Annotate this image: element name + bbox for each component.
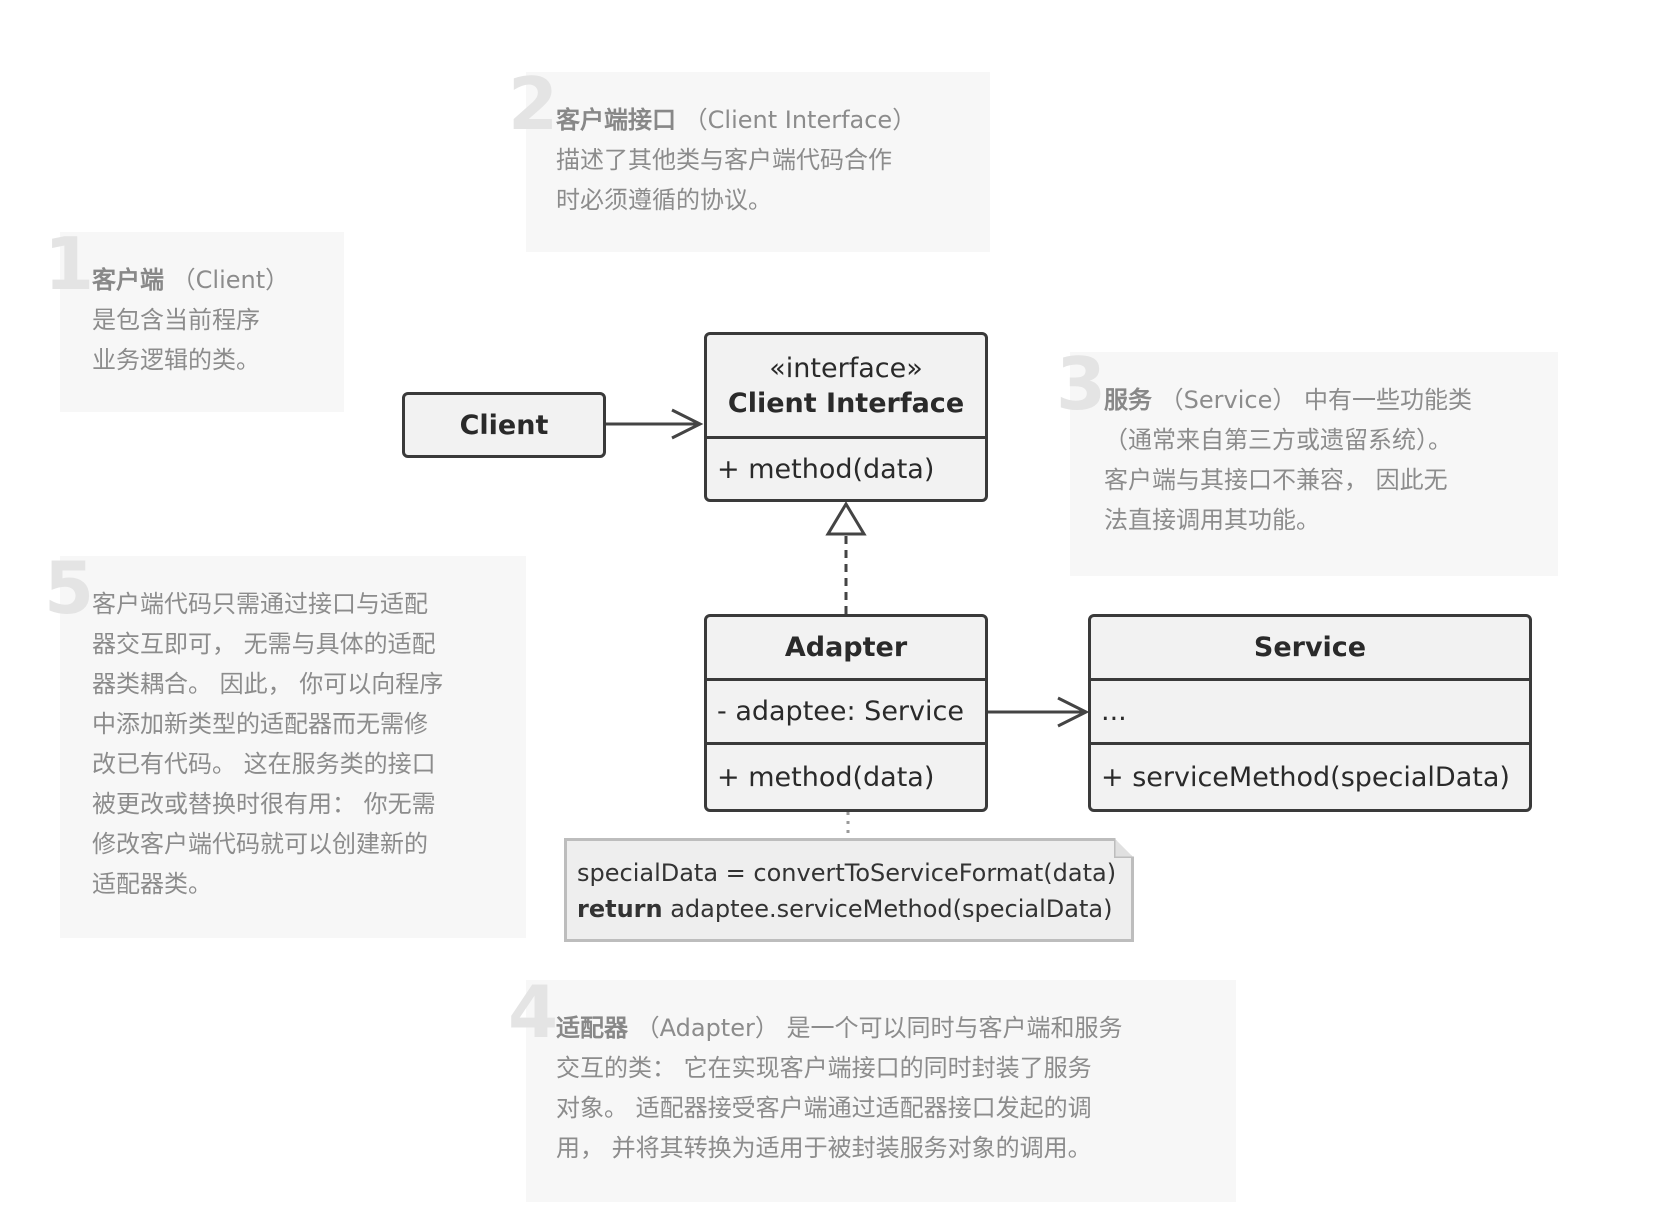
note-number: 2: [508, 62, 559, 146]
note-text: 客户端 （Client） 是包含当前程序 业务逻辑的类。: [92, 260, 342, 380]
note-line: （Client Interface）: [683, 106, 917, 134]
client-interface-header: «interface» Client Interface: [707, 335, 985, 439]
note-line: 时必须遵循的协议。: [556, 186, 772, 214]
note-line: 对象。 适配器接受客户端通过适配器接口发起的调: [556, 1094, 1092, 1122]
note-line: 修改客户端代码就可以创建新的: [92, 830, 428, 858]
note-text: 客户端代码只需通过接口与适配 器交互即可， 无需与具体的适配 器类耦合。 因此，…: [92, 584, 522, 904]
note-line: 中添加新类型的适配器而无需修: [92, 710, 428, 738]
adapter-class-name: Adapter: [707, 617, 985, 681]
service-class[interactable]: Service ... + serviceMethod(specialData): [1088, 614, 1532, 812]
note-title: 客户端: [92, 266, 164, 294]
interface-stereotype: «interface»: [769, 352, 923, 384]
note-line: 改已有代码。 这在服务类的接口: [92, 750, 436, 778]
code-line-2: return adaptee.serviceMethod(specialData…: [577, 891, 1121, 927]
note-number: 5: [44, 546, 95, 630]
note-service: 3 服务 （Service） 中有一些功能类 （通常来自第三方或遗留系统）。 客…: [1056, 348, 1558, 576]
service-field: ...: [1091, 681, 1529, 745]
note-client: 1 客户端 （Client） 是包含当前程序 业务逻辑的类。: [44, 228, 344, 412]
note-line: （通常来自第三方或遗留系统）。: [1104, 426, 1452, 454]
note-line: 法直接调用其功能。: [1104, 506, 1320, 534]
note-line: （Service） 中有一些功能类: [1159, 386, 1472, 414]
note-line: 用， 并将其转换为适用于被封装服务对象的调用。: [556, 1134, 1092, 1162]
note-line: （Client）: [171, 266, 290, 294]
client-interface-method: + method(data): [717, 453, 935, 485]
note-adapter: 4 适配器 （Adapter） 是一个可以同时与客户端和服务 交互的类： 它在实…: [508, 976, 1236, 1202]
code-line-1: specialData = convertToServiceFormat(dat…: [577, 859, 1117, 887]
note-benefit: 5 客户端代码只需通过接口与适配 器交互即可， 无需与具体的适配 器类耦合。 因…: [44, 552, 526, 938]
note-line: 器交互即可， 无需与具体的适配: [92, 630, 436, 658]
adapter-field: - adaptee: Service: [707, 681, 985, 745]
note-folded-corner: [1114, 838, 1134, 858]
note-text: 客户端接口 （Client Interface） 描述了其他类与客户端代码合作 …: [556, 100, 986, 220]
service-method: + serviceMethod(specialData): [1101, 761, 1510, 793]
note-line: 业务逻辑的类。: [92, 346, 260, 374]
note-line: 交互的类： 它在实现客户端接口的同时封装了服务: [556, 1054, 1092, 1082]
client-interface-class[interactable]: «interface» Client Interface + method(da…: [704, 332, 988, 502]
note-title: 客户端接口: [556, 106, 676, 134]
note-client-interface: 2 客户端接口 （Client Interface） 描述了其他类与客户端代码合…: [508, 68, 990, 252]
note-line: 器类耦合。 因此， 你可以向程序: [92, 670, 444, 698]
code-return-keyword: return: [577, 895, 663, 923]
note-line: （Adapter） 是一个可以同时与客户端和服务: [635, 1014, 1123, 1042]
code-return-expression: adaptee.serviceMethod(specialData): [662, 895, 1113, 923]
note-line: 客户端代码只需通过接口与适配: [92, 590, 428, 618]
note-line: 客户端与其接口不兼容， 因此无: [1104, 466, 1448, 494]
adapter-method: + method(data): [717, 761, 935, 793]
client-interface-name: Client Interface: [727, 387, 965, 419]
note-line: 被更改或替换时很有用： 你无需: [92, 790, 436, 818]
note-title: 适配器: [556, 1014, 628, 1042]
note-number: 3: [1056, 342, 1107, 426]
note-number: 1: [44, 222, 95, 306]
note-line: 适配器类。: [92, 870, 212, 898]
note-text: 适配器 （Adapter） 是一个可以同时与客户端和服务 交互的类： 它在实现客…: [556, 1008, 1232, 1168]
note-text: 服务 （Service） 中有一些功能类 （通常来自第三方或遗留系统）。 客户端…: [1104, 380, 1554, 540]
note-title: 服务: [1104, 386, 1152, 414]
adapter-class[interactable]: Adapter - adaptee: Service + method(data…: [704, 614, 988, 812]
note-line: 描述了其他类与客户端代码合作: [556, 146, 892, 174]
note-number: 4: [508, 970, 559, 1054]
realization-triangle: [825, 501, 867, 536]
note-line: 是包含当前程序: [92, 306, 260, 334]
client-class[interactable]: Client: [402, 392, 606, 458]
client-class-name: Client: [459, 409, 549, 441]
service-class-name: Service: [1091, 617, 1529, 681]
adapter-code-note: specialData = convertToServiceFormat(dat…: [564, 838, 1134, 942]
